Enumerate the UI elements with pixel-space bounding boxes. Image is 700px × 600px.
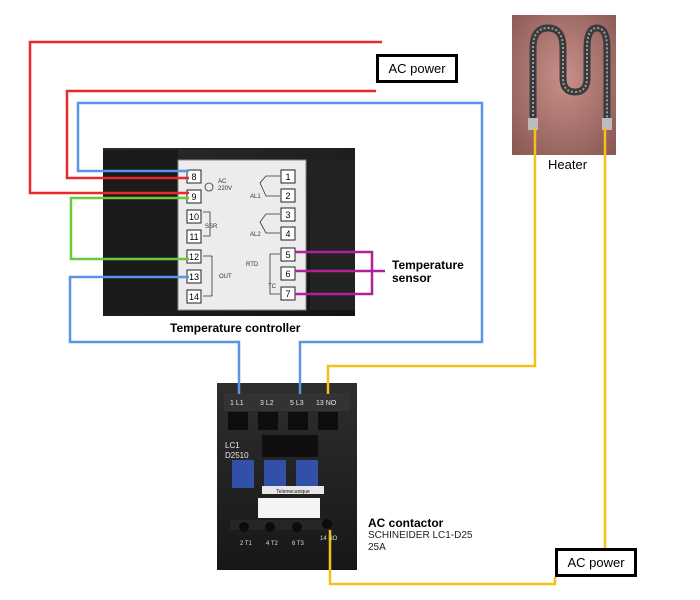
- contactor-model-plate: LC1: [225, 441, 240, 450]
- temperature-controller-label: Temperature controller: [170, 321, 301, 335]
- terminal-4: 4: [285, 229, 290, 239]
- marking-ac: AC: [218, 179, 227, 185]
- heater-photo: [512, 15, 616, 155]
- marking-rtd: RTD: [246, 262, 259, 268]
- controller-right-terminals: 1 2 3 4 5 6 7: [280, 169, 296, 301]
- green-jumper-wire: [69, 196, 189, 261]
- ac-power-top-label: AC power: [388, 61, 446, 76]
- marking-voltage: 220V: [218, 186, 232, 192]
- marking-ssr: SSR: [205, 224, 218, 230]
- controller-markings: AC 220V AL1 SSR AL2 RTD OUT TC: [203, 175, 280, 297]
- svg-text:D2510: D2510: [225, 451, 249, 460]
- controller-left-terminals: 8 9 10 11 12 13 14: [186, 169, 202, 304]
- terminal-1: 1: [285, 172, 290, 182]
- contactor-terminal-l1: 1 L1: [230, 400, 244, 407]
- contactor-top-terminals: 1 L1 3 L2 5 L3 13 NO: [230, 400, 337, 407]
- terminal-3: 3: [285, 210, 290, 220]
- terminal-13: 13: [189, 272, 199, 282]
- contactor-terminal-13no: 13 NO: [316, 400, 337, 407]
- marking-al1: AL1: [250, 194, 261, 200]
- contactor-brand: Telemecanique: [276, 489, 310, 495]
- blue-control-wires: [68, 101, 484, 394]
- ac-power-bottom-box: AC power: [555, 548, 637, 577]
- terminal-12: 12: [189, 252, 199, 262]
- terminal-10: 10: [189, 212, 199, 222]
- contactor-rating-label: 25A: [368, 542, 386, 553]
- terminal-9: 9: [191, 192, 196, 202]
- terminal-8: 8: [191, 172, 196, 182]
- terminal-5: 5: [285, 250, 290, 260]
- contactor-terminal-l2: 3 L2: [260, 400, 274, 407]
- terminal-7: 7: [285, 289, 290, 299]
- contactor-photo: 1 L1 3 L2 5 L3 13 NO LC1 D2510 Telemecan…: [217, 383, 357, 570]
- yellow-heater-wires: [326, 128, 607, 586]
- ac-contactor-label: AC contactor: [368, 516, 444, 530]
- contactor-terminal-t1: 2 T1: [240, 541, 253, 547]
- terminal-2: 2: [285, 191, 290, 201]
- marking-tc: TC: [268, 284, 277, 290]
- marking-al2: AL2: [250, 232, 261, 238]
- contactor-terminal-l3: 5 L3: [290, 400, 304, 407]
- contactor-terminal-t2: 4 T2: [266, 541, 279, 547]
- terminal-6: 6: [285, 269, 290, 279]
- heater-label: Heater: [548, 157, 588, 172]
- red-ac-wires: [28, 40, 382, 195]
- ac-power-bottom-label: AC power: [567, 555, 625, 570]
- temperature-sensor-label: Temperature sensor: [392, 258, 464, 285]
- marking-out: OUT: [219, 274, 232, 280]
- contactor-terminal-t3: 6 T3: [292, 541, 305, 547]
- contactor-model-label: SCHINEIDER LC1-D25: [368, 530, 473, 541]
- sensor-wires: [295, 250, 385, 296]
- ac-power-top-box: AC power: [376, 54, 458, 83]
- terminal-11: 11: [189, 232, 198, 242]
- controller-photo: 8 9 10 11 12 13 14 1 2 3 4 5 6 7 AC: [103, 148, 355, 316]
- terminal-14: 14: [189, 292, 199, 302]
